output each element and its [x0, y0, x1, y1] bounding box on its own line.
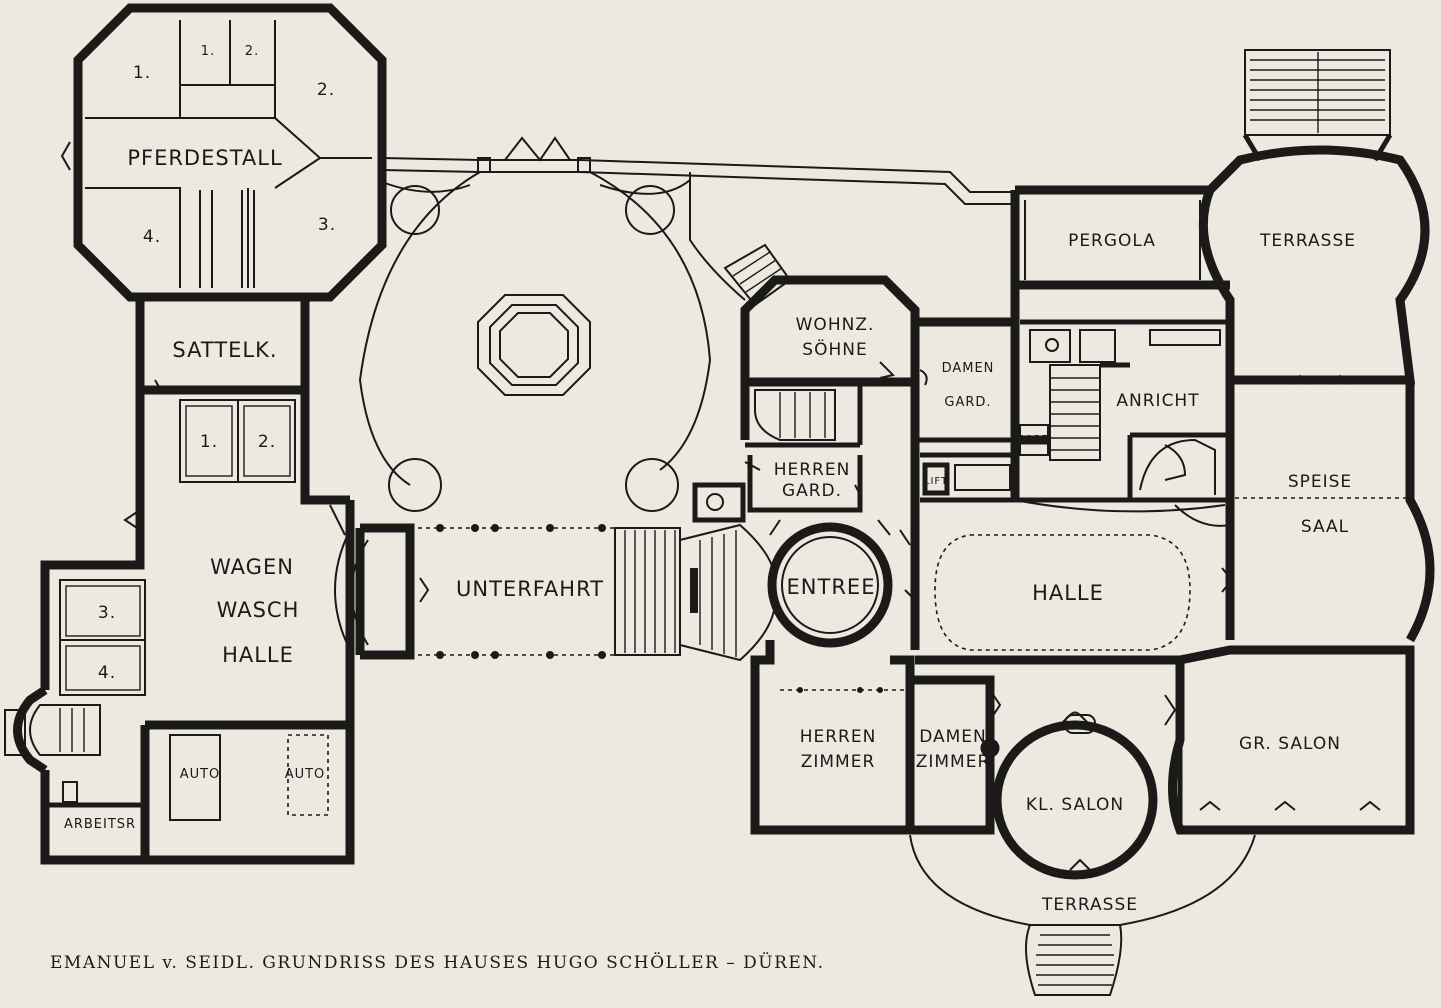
figure-caption: EMANUEL v. SEIDL. GRUNDRISS DES HAUSES H… — [50, 952, 824, 973]
label-entree: ENTREE — [787, 575, 876, 599]
label-pergola: PERGOLA — [1068, 231, 1156, 251]
label-lift: LIFT — [924, 476, 948, 487]
label-herren-zimmer-1: HERREN — [800, 727, 877, 747]
label-damen-zimmer-1: DAMEN — [919, 727, 987, 747]
label-soehne: SÖHNE — [802, 338, 867, 360]
stable-wing — [60, 3, 387, 302]
label-damen-gard-2: GARD. — [944, 395, 991, 410]
label-wagen: WAGEN — [210, 555, 294, 579]
label-box-2: 2. — [258, 432, 276, 452]
label-anricht: ANRICHT — [1116, 391, 1199, 411]
label-stall-1-large: 1. — [133, 63, 151, 83]
label-wagen-halle: HALLE — [222, 643, 294, 667]
label-gr-salon: GR. SALON — [1239, 734, 1341, 754]
label-auto-1: AUTO — [180, 767, 221, 782]
label-sattelk: SATTELK. — [172, 338, 277, 362]
label-stall-2: 2. — [245, 44, 259, 59]
label-box-3: 3. — [98, 603, 116, 623]
label-damen-zimmer-2: ZIMMER — [916, 752, 991, 772]
label-stall-2-large: 2. — [317, 80, 335, 100]
label-stall-3: 3. — [318, 215, 336, 235]
label-auto-2: AUTO — [285, 767, 326, 782]
label-unterfahrt: UNTERFAHRT — [456, 577, 604, 601]
main-house — [740, 49, 1435, 996]
carriage-wing — [4, 297, 355, 865]
label-stall-4: 4. — [143, 227, 161, 247]
label-pferdestall: PFERDESTALL — [127, 146, 282, 170]
label-porz: PORZ — [1018, 434, 1050, 445]
label-box-1: 1. — [200, 432, 218, 452]
label-wohnz: WOHNZ. — [796, 315, 875, 335]
label-herren-gard-1: HERREN — [774, 460, 851, 480]
label-terrasse-bottom: TERRASSE — [1041, 895, 1138, 915]
label-speise: SPEISE — [1288, 472, 1352, 492]
label-herren-zimmer-2: ZIMMER — [801, 752, 876, 772]
label-stall-1: 1. — [201, 44, 215, 59]
room-labels: PFERDESTALL 1. 2. 1. 2. 3. 4. SATTELK. 1… — [64, 44, 1356, 915]
label-wasch: WASCH — [217, 598, 300, 622]
label-kl-salon: KL. SALON — [1026, 795, 1124, 815]
label-box-4: 4. — [98, 663, 116, 683]
label-herren-gard-2: GARD. — [782, 481, 842, 501]
label-terrasse-top: TERRASSE — [1259, 231, 1356, 251]
forecourt — [358, 136, 1015, 512]
label-arbeitsr: ARBEITSR — [64, 817, 136, 832]
label-saal: SAAL — [1301, 517, 1349, 537]
label-damen-gard-1: DAMEN — [942, 361, 995, 376]
label-halle: HALLE — [1032, 581, 1104, 605]
porte-cochere — [334, 482, 777, 662]
